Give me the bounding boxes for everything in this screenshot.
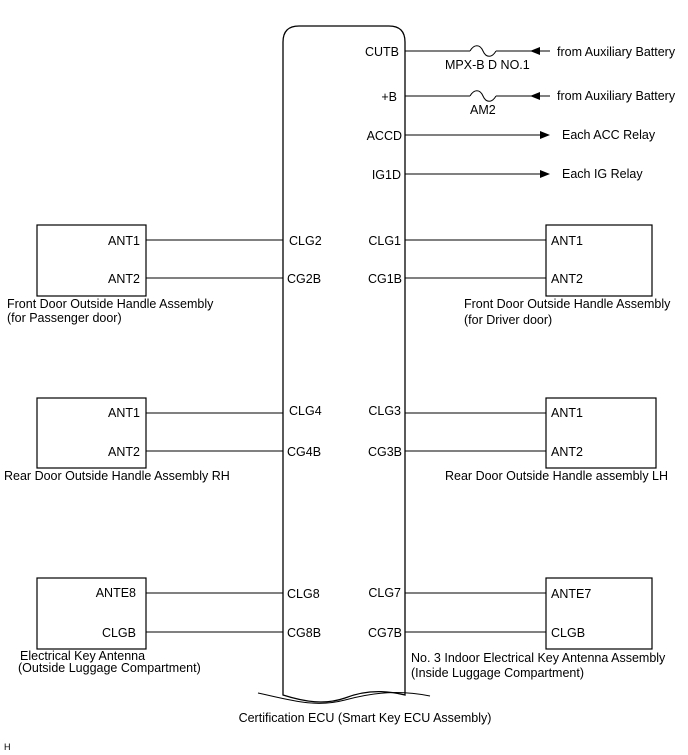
arrow-out-icon (540, 131, 550, 139)
component-name: No. 3 Indoor Electrical Key Antenna Asse… (411, 651, 666, 665)
front-door-passenger-box (36, 224, 147, 297)
fuse-symbol (469, 45, 497, 57)
ecu-pin-label: CLG4 (289, 404, 322, 418)
output-label: Each ACC Relay (562, 128, 656, 142)
terminal-label: CLGB (551, 626, 585, 640)
accd-circuit (405, 131, 550, 139)
corner-mark: H (4, 742, 11, 752)
cutb-circuit (405, 45, 550, 57)
certification-ecu-body (282, 25, 406, 703)
ecu-pin-label: CG3B (368, 445, 402, 459)
ecu-pin-label: CLG2 (289, 234, 322, 248)
indoor-electrical-key-antenna-box (545, 577, 653, 650)
arrow-in-icon (530, 47, 540, 55)
terminal-label: ANTE8 (96, 586, 136, 600)
ecu-break-mark (257, 692, 431, 704)
arrow-in-icon (530, 92, 540, 100)
terminal-label: ANT1 (551, 234, 583, 248)
component-name: Rear Door Outside Handle Assembly RH (4, 469, 230, 483)
output-label: from Auxiliary Battery (557, 45, 676, 59)
fuse-am2-label: AM2 (470, 103, 496, 117)
pin-accd: ACCD (367, 129, 402, 143)
output-label: from Auxiliary Battery (557, 89, 676, 103)
terminal-label: ANT1 (108, 406, 140, 420)
component-name: Rear Door Outside Handle assembly LH (445, 469, 668, 483)
front-door-driver-box (545, 224, 653, 297)
ig1d-circuit (405, 170, 550, 178)
ecu-pin-label: CG1B (368, 272, 402, 286)
rear-door-rh-box (36, 397, 147, 469)
fuse-mpx-label: MPX-B D NO.1 (445, 58, 530, 72)
output-label: Each IG Relay (562, 167, 643, 181)
terminal-label: ANT2 (551, 272, 583, 286)
ecu-pin-label: CG7B (368, 626, 402, 640)
component-name: (for Driver door) (464, 313, 552, 327)
terminal-label: ANT2 (108, 272, 140, 286)
component-name: (for Passenger door) (7, 311, 122, 325)
pin-ig1d: IG1D (372, 168, 401, 182)
ecu-pin-label: CG8B (287, 626, 321, 640)
component-name: Front Door Outside Handle Assembly (464, 297, 671, 311)
component-name: Electrical Key Antenna (20, 649, 145, 663)
ecu-name-caption: Certification ECU (Smart Key ECU Assembl… (239, 711, 492, 725)
terminal-label: ANT2 (108, 445, 140, 459)
b-circuit (405, 90, 550, 102)
ecu-pin-label: CLG7 (368, 586, 401, 600)
terminal-label: CLGB (102, 626, 136, 640)
ecu-pin-label: CLG8 (287, 587, 320, 601)
ecu-pin-label: CLG3 (368, 404, 401, 418)
component-name: (Inside Luggage Compartment) (411, 666, 584, 680)
terminal-label: ANT1 (108, 234, 140, 248)
ecu-pin-label: CG2B (287, 272, 321, 286)
ecu-pin-label: CG4B (287, 445, 321, 459)
component-name: (Outside Luggage Compartment) (18, 661, 201, 675)
fuse-symbol (469, 90, 497, 102)
ecu-pin-label: CLG1 (368, 234, 401, 248)
rear-door-lh-box (545, 397, 657, 469)
terminal-label: ANT2 (551, 445, 583, 459)
terminal-label: ANTE7 (551, 587, 591, 601)
electrical-key-antenna-outside-box (36, 577, 147, 650)
component-name: Front Door Outside Handle Assembly (7, 297, 214, 311)
pin-b: +B (381, 90, 397, 104)
arrow-out-icon (540, 170, 550, 178)
terminal-label: ANT1 (551, 406, 583, 420)
pin-cutb: CUTB (365, 45, 399, 59)
